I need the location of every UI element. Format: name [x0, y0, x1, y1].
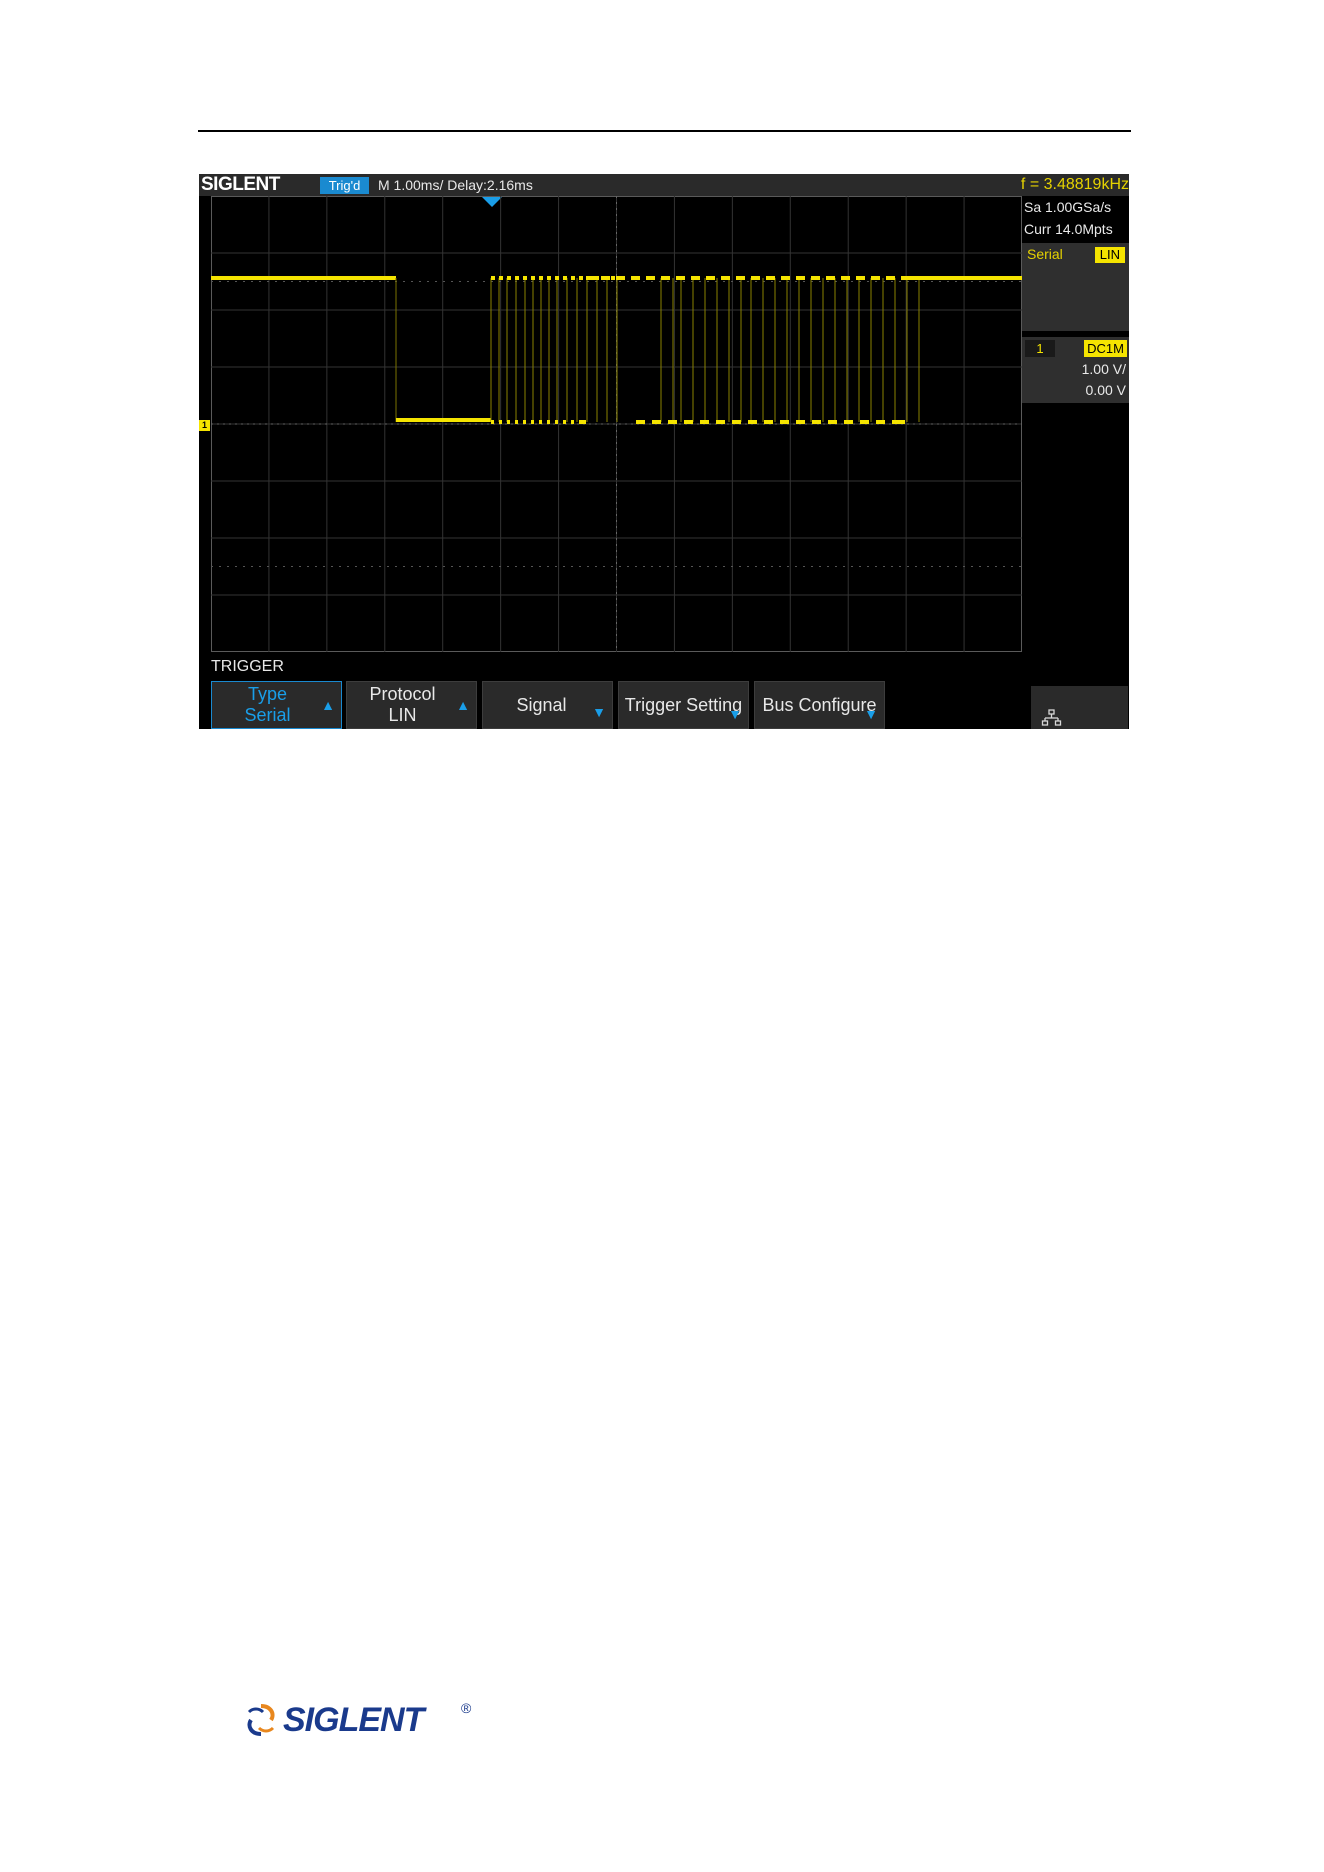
network-button[interactable]: [1031, 686, 1128, 729]
brand-logo: SIGLENT: [201, 174, 280, 196]
button-value: Serial: [212, 705, 323, 725]
trigger-protocol-button[interactable]: Protocol LIN ▲: [346, 681, 477, 729]
channel-number: 1: [1025, 340, 1055, 357]
arrow-down-icon: ▼: [728, 706, 742, 722]
serial-label: Serial: [1027, 246, 1063, 262]
trigger-status-badge[interactable]: Trig'd: [320, 177, 369, 194]
sample-rate: Sa 1.00GSa/s: [1022, 196, 1129, 218]
registered-mark: ®: [461, 1700, 471, 1716]
channel-offset: 0.00 V: [1086, 382, 1126, 398]
trigger-signal-button[interactable]: Signal ▼: [482, 681, 613, 729]
waveform-grid: [211, 196, 1022, 652]
button-label: Protocol: [347, 684, 458, 704]
oscilloscope-screen: SIGLENT Trig'd M 1.00ms/ Delay:2.16ms f …: [199, 174, 1129, 729]
arrow-down-icon: ▼: [592, 704, 606, 720]
button-label: Type: [212, 684, 323, 704]
channel-coupling-badge: DC1M: [1084, 340, 1127, 357]
network-icon: [1031, 686, 1128, 729]
protocol-badge: LIN: [1095, 247, 1125, 263]
arrow-down-icon: ▼: [864, 706, 878, 722]
menu-title: TRIGGER: [211, 658, 284, 676]
timebase-readout[interactable]: M 1.00ms/ Delay:2.16ms: [378, 174, 533, 196]
status-bar: SIGLENT Trig'd M 1.00ms/ Delay:2.16ms f …: [199, 174, 1129, 196]
button-value: LIN: [347, 705, 458, 725]
channel-volts-per-div: 1.00 V/: [1082, 361, 1126, 377]
memory-depth: Curr 14.0Mpts: [1022, 218, 1129, 240]
trigger-type-button[interactable]: Type Serial ▲: [211, 681, 342, 729]
frequency-readout: f = 3.48819kHz: [1021, 174, 1129, 196]
page-header-rule: [198, 130, 1131, 132]
siglent-swirl-icon: [241, 1700, 281, 1740]
serial-decode-panel[interactable]: Serial LIN: [1022, 243, 1129, 331]
acquisition-info: Sa 1.00GSa/s Curr 14.0Mpts: [1022, 196, 1129, 238]
arrow-up-icon: ▲: [456, 697, 470, 713]
channel-1-ground-marker[interactable]: 1: [199, 420, 210, 431]
trigger-setting-button[interactable]: Trigger Setting ▼: [618, 681, 749, 729]
arrow-up-icon: ▲: [321, 697, 335, 713]
channel-1-panel[interactable]: 1 DC1M 1.00 V/ 0.00 V: [1022, 337, 1129, 403]
button-label: Signal: [483, 694, 600, 716]
footer-brand: SIGLENT: [283, 1700, 423, 1740]
bus-configure-button[interactable]: Bus Configure ▼: [754, 681, 885, 729]
